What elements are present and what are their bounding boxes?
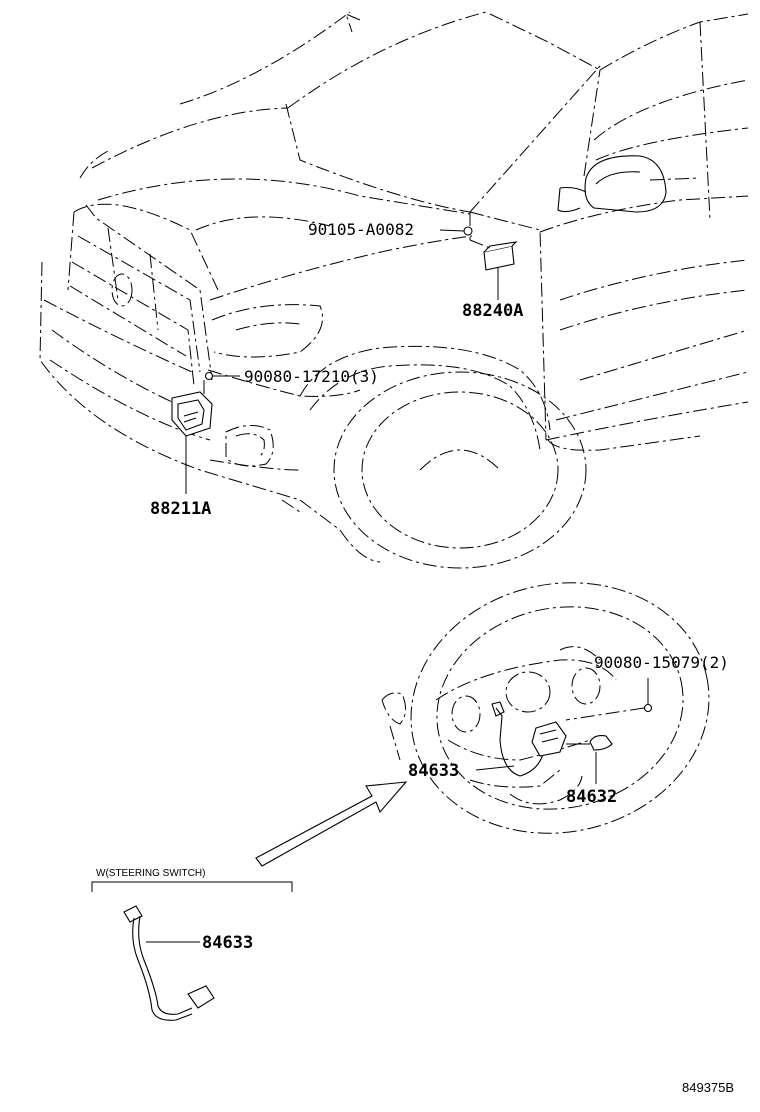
truck-illustration <box>39 11 749 569</box>
detail-arrow-icon <box>255 781 408 867</box>
callout-88240A: 88240A <box>462 301 523 321</box>
callout-90080-17210: 90080-17210(3) <box>244 367 379 386</box>
detail-box-title: W(STEERING SWITCH) <box>96 868 205 879</box>
callout-84633-wheel: 84633 <box>408 761 459 781</box>
callout-90105-A0082: 90105-A0082 <box>308 220 414 239</box>
bolt-90080-17210-icon <box>203 371 240 408</box>
steering-wheel-illustration <box>381 582 710 834</box>
detail-box <box>91 881 293 1021</box>
callout-88211A: 88211A <box>150 499 211 519</box>
callout-90080-15079: 90080-15079(2) <box>594 653 729 672</box>
callout-labels: 90105-A0082 88240A 90080-17210(3) 88211A… <box>96 220 734 1095</box>
callout-84632: 84632 <box>566 787 617 807</box>
screw-90105-icon <box>439 226 473 236</box>
callout-84633-detail: 84633 <box>202 933 253 953</box>
sensor-88211-icon <box>171 391 213 494</box>
sensor-88240-icon <box>469 239 518 300</box>
figure-reference-id: 849375B <box>682 1080 734 1095</box>
